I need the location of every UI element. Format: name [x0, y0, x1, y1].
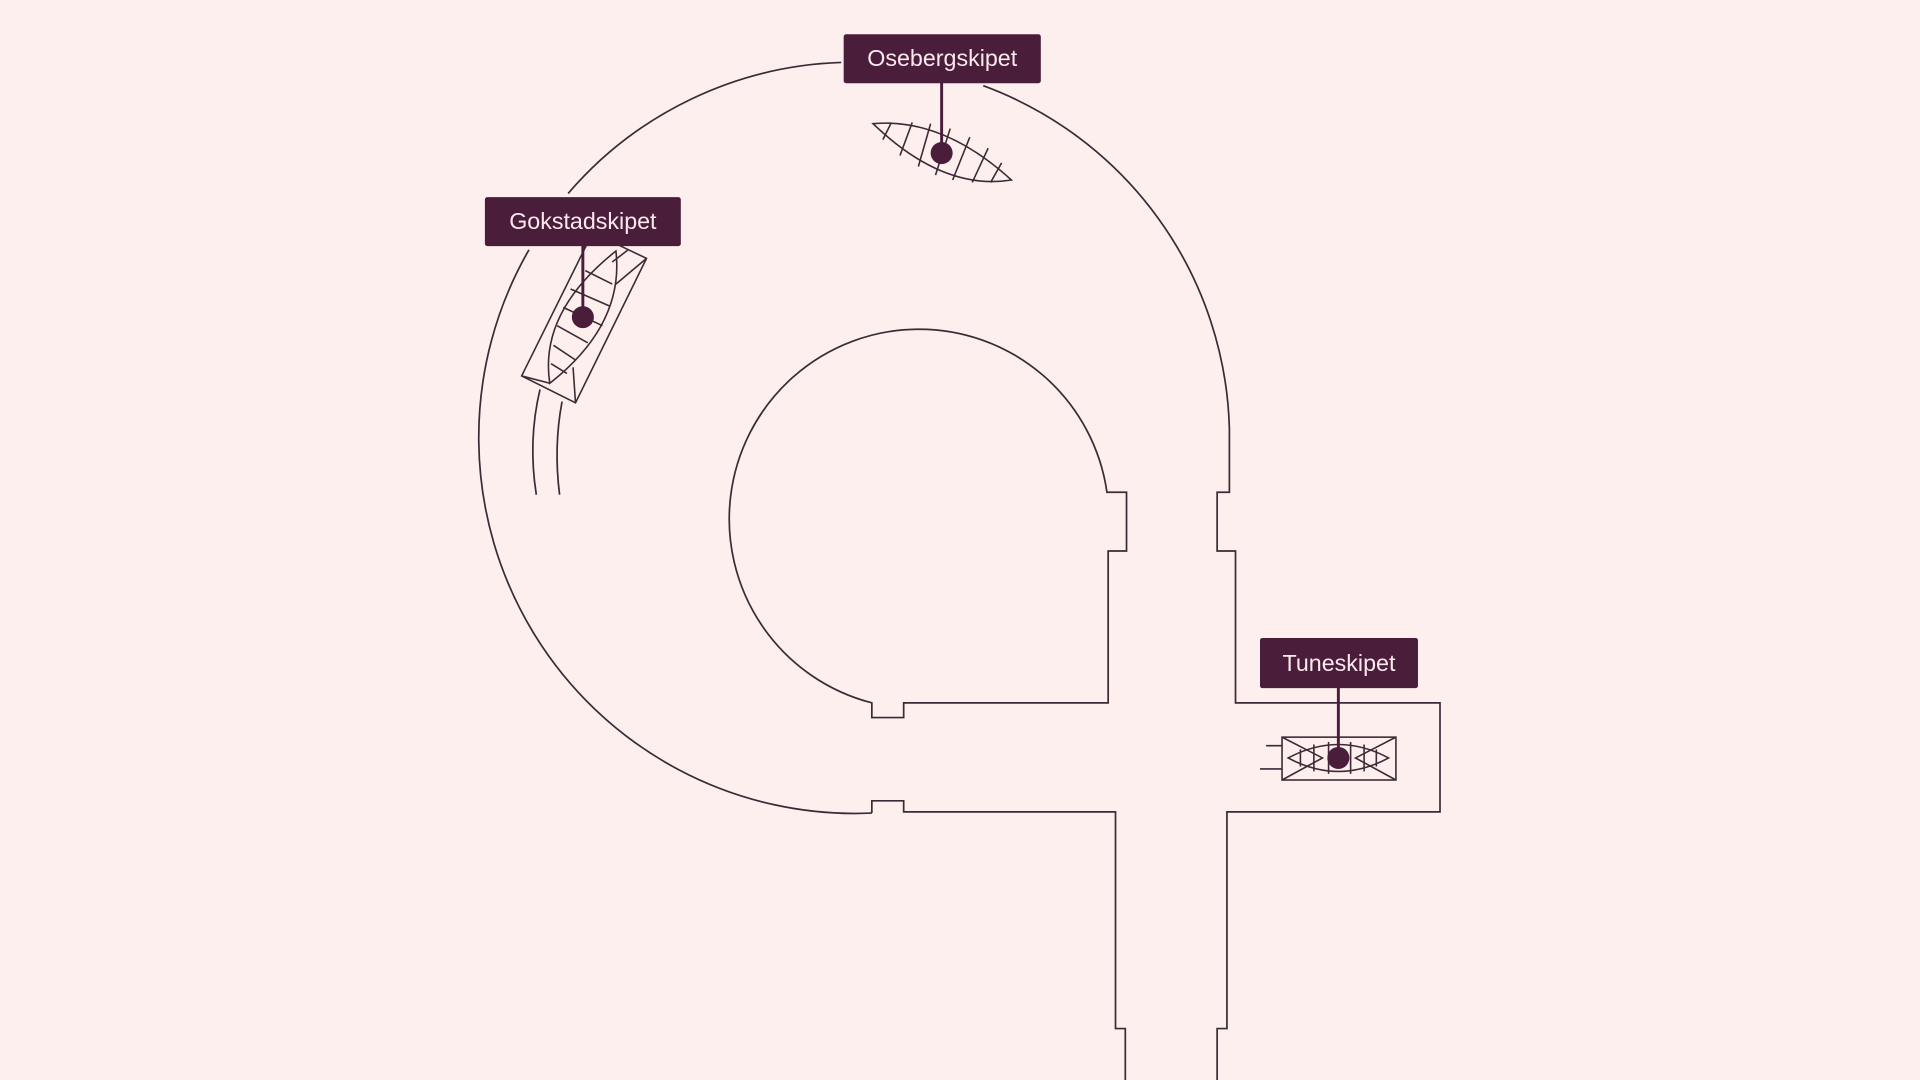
label-box[interactable]: [1260, 637, 1418, 689]
marker-label[interactable]: Osebergskipet: [867, 45, 1017, 71]
marker-osebergskipet[interactable]: Osebergskipet: [843, 34, 1041, 165]
marker-label[interactable]: Gokstadskipet: [509, 208, 657, 234]
marker-gokstadskipet[interactable]: Gokstadskipet: [484, 197, 681, 329]
marker-tuneskipet[interactable]: Tuneskipet: [1260, 637, 1418, 769]
label-box[interactable]: [843, 34, 1041, 84]
marker-label[interactable]: Tuneskipet: [1283, 650, 1396, 676]
marker-dot[interactable]: [571, 306, 594, 329]
walls: [477, 61, 1441, 1080]
marker-dot[interactable]: [1327, 746, 1350, 769]
marker-dot[interactable]: [930, 142, 953, 165]
label-box[interactable]: [484, 197, 681, 247]
